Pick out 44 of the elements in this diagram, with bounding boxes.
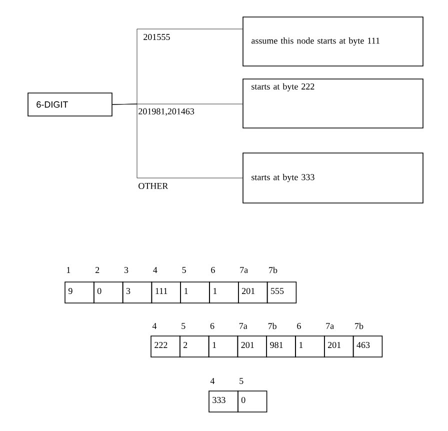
column-header: 6	[210, 322, 214, 330]
table-cell: 0	[94, 282, 124, 304]
column-header: 3	[124, 266, 128, 274]
table-cell: 981	[266, 336, 296, 358]
text-box: 6-DIGIT	[28, 92, 112, 116]
column-header: 5	[182, 267, 186, 273]
column-header: 5	[240, 378, 244, 384]
column-header: 6	[211, 266, 215, 274]
text-box: assume this node starts at byte 111	[242, 16, 424, 66]
table-cell: 333	[208, 390, 238, 412]
table-cell: 1	[209, 282, 239, 304]
edge-label: 201981,201463	[138, 108, 194, 116]
table-cell: 201	[238, 282, 268, 304]
column-header: 7b	[269, 266, 278, 274]
table-cell: 555	[266, 282, 297, 304]
table-cell: 1	[208, 336, 238, 358]
column-header: 7b	[268, 322, 276, 330]
column-header: 7a	[240, 323, 248, 329]
column-header: 7a	[326, 323, 334, 329]
table-cell: 222	[150, 336, 180, 358]
connector-line	[112, 104, 243, 178]
column-header: 1	[67, 267, 70, 273]
table-cell: 1	[295, 336, 325, 358]
table-cell: 1	[180, 282, 210, 304]
edge-label: OTHER	[138, 182, 168, 190]
column-header: 7b	[355, 322, 364, 330]
column-header: 4	[152, 323, 157, 329]
column-header: 6	[297, 322, 301, 330]
table-cell: 201	[237, 336, 267, 358]
table-cell: 463	[352, 336, 383, 358]
table-cell: 111	[151, 282, 181, 304]
text-box: starts at byte 333	[242, 152, 424, 204]
table-cell: 201	[324, 336, 354, 358]
column-header: 5	[182, 323, 186, 329]
table-cell: 0	[238, 390, 268, 412]
text-box: starts at byte 222	[242, 78, 424, 128]
table-cell: 9	[64, 282, 94, 304]
table-cell: 2	[180, 336, 210, 358]
column-header: 4	[210, 378, 215, 384]
column-header: 7a	[240, 267, 248, 273]
column-header: 2	[96, 267, 100, 273]
column-header: 4	[153, 267, 158, 273]
edge-label: 201555	[144, 34, 170, 40]
table-cell: 3	[122, 282, 152, 304]
